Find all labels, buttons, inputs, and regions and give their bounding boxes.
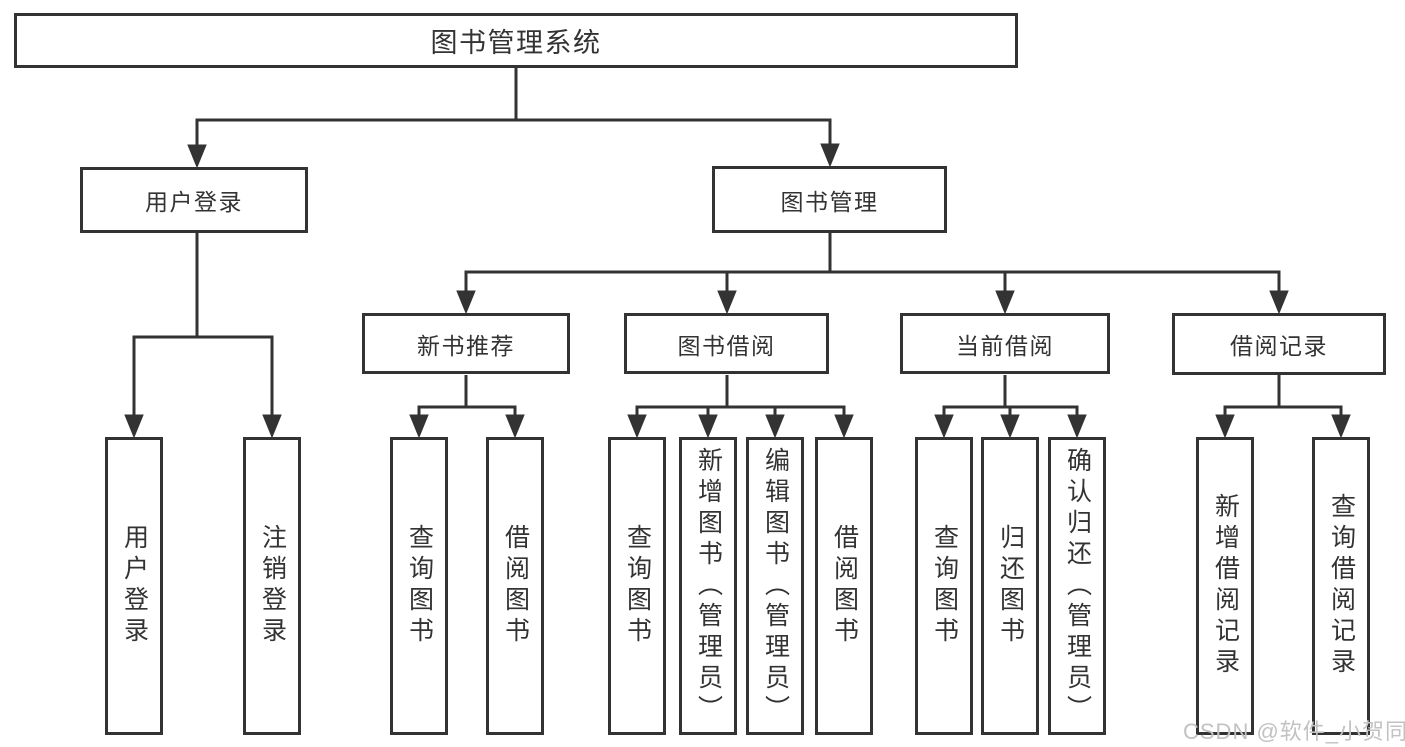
node-label: 借阅记录 [1230, 333, 1328, 359]
leaf-query-books-recommend: 查询图书 [390, 437, 448, 735]
leaf-query-books-borrow: 查询图书 [608, 437, 666, 735]
node-label: 图书管理 [780, 188, 879, 215]
node-book-borrow: 图书借阅 [624, 313, 829, 374]
arrowhead-icons [124, 143, 1351, 439]
node-borrow-records: 借阅记录 [1172, 313, 1386, 375]
leaf-label: 借阅图书 [501, 524, 530, 648]
csdn-watermark: CSDN @软件_小贺同学 [1183, 719, 1405, 744]
leaf-label: 查询图书 [623, 524, 652, 648]
leaf-borrow-books: 借阅图书 [815, 437, 873, 735]
node-library-management-system: 图书管理系统 [14, 13, 1018, 68]
leaf-label: 查询图书 [930, 524, 959, 648]
leaf-label: 新增图书（管理员） [694, 446, 723, 726]
leaf-label: 查询借阅记录 [1327, 493, 1356, 679]
leaf-add-books-admin: 新增图书（管理员） [679, 437, 737, 735]
connector-paths [132, 68, 1343, 417]
leaf-user-login: 用户登录 [105, 437, 163, 735]
leaf-borrow-books-recommend: 借阅图书 [486, 437, 544, 735]
node-new-book-recommend: 新书推荐 [362, 313, 570, 374]
node-book-management: 图书管理 [712, 166, 947, 233]
leaf-edit-books-admin: 编辑图书（管理员） [746, 437, 804, 735]
node-label: 当前借阅 [956, 332, 1054, 359]
leaf-return-books: 归还图书 [981, 437, 1039, 735]
leaf-label: 新增借阅记录 [1211, 493, 1240, 679]
node-label: 图书管理系统 [430, 28, 602, 58]
node-label: 用户登录 [145, 189, 243, 215]
node-user-login: 用户登录 [80, 167, 308, 233]
leaf-logout-login: 注销登录 [243, 437, 301, 735]
node-label: 新书推荐 [417, 332, 515, 359]
leaf-query-books-current: 查询图书 [915, 437, 973, 735]
leaf-label: 归还图书 [996, 524, 1025, 648]
node-current-borrow: 当前借阅 [900, 313, 1110, 374]
leaf-confirm-return-admin: 确认归还（管理员） [1048, 437, 1106, 735]
leaf-label: 查询图书 [405, 524, 434, 648]
leaf-label: 注销登录 [258, 524, 287, 648]
node-label: 图书借阅 [677, 332, 776, 359]
leaf-label: 确认归还（管理员） [1063, 446, 1092, 726]
leaf-label: 用户登录 [120, 524, 149, 648]
leaf-add-borrow-record: 新增借阅记录 [1196, 437, 1254, 735]
leaf-label: 借阅图书 [830, 524, 859, 648]
leaf-query-borrow-record: 查询借阅记录 [1312, 437, 1370, 735]
leaf-label: 编辑图书（管理员） [761, 446, 790, 726]
